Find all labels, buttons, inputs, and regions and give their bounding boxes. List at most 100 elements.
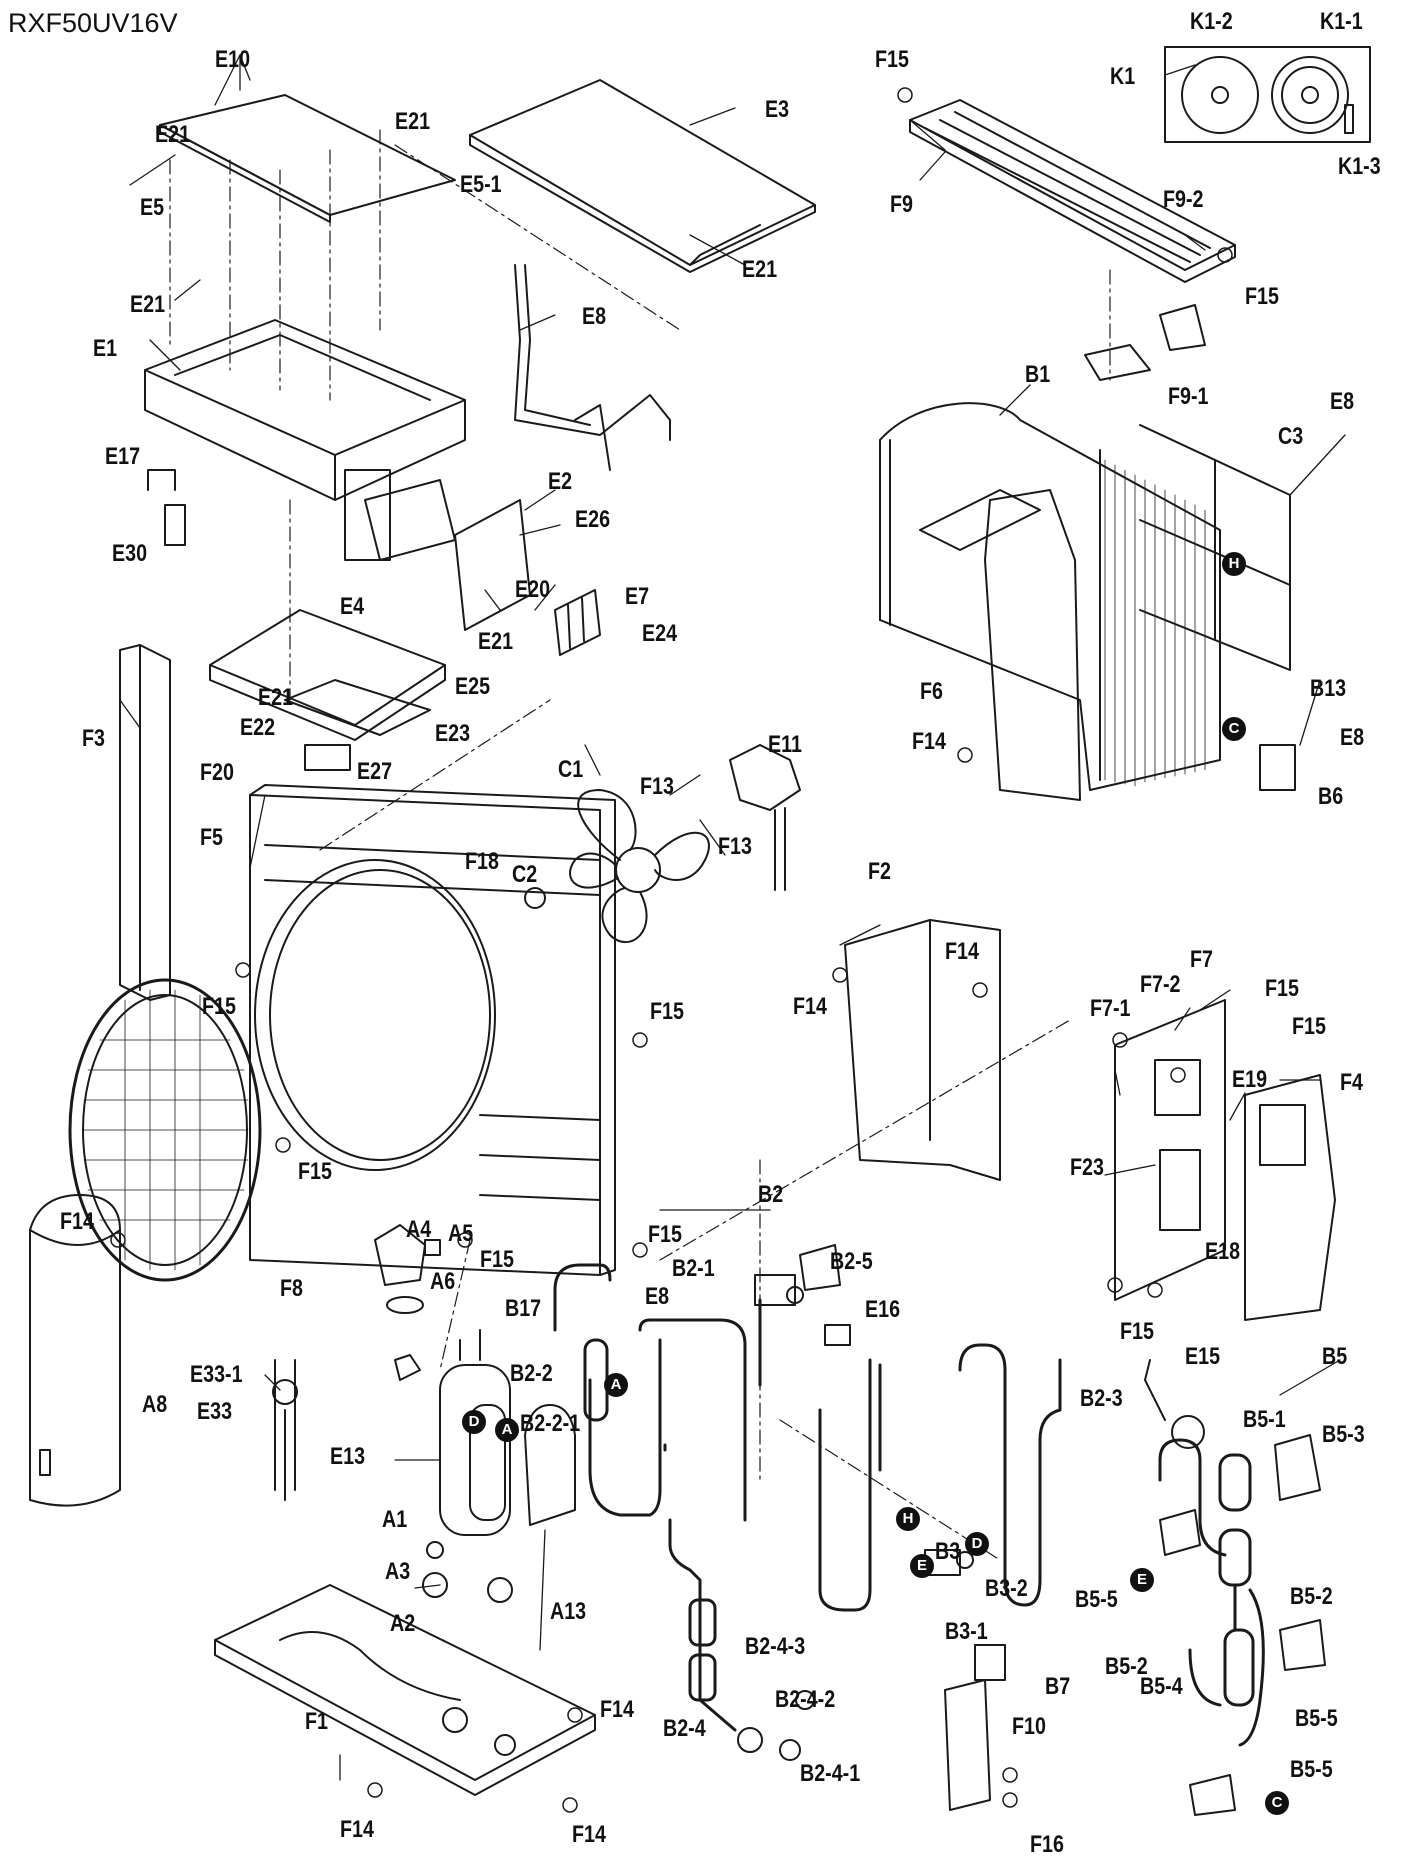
part-label: B13 [1310,675,1347,702]
nut-C2 [524,887,546,909]
top-plate-F9 [909,99,1236,283]
part-label: E20 [515,576,551,603]
part-label: F14 [793,993,827,1020]
part-label: K1-3 [1338,153,1381,180]
part-label: K1 [1110,63,1136,90]
valve-B2-4-1 [737,1690,815,1761]
clamps-B5-5 [1159,1434,1326,1816]
part-label: B2-2 [510,1360,553,1387]
part-label: F9-2 [1163,186,1204,213]
part-label: B2-4-1 [800,1760,861,1787]
part-label: B5-3 [1322,1421,1365,1448]
gasket-A6 [386,1296,424,1314]
screws [110,87,1233,1813]
base-plate-F1 [214,1584,596,1796]
sensor-B6 [1259,744,1296,791]
part-label: B3-1 [945,1618,988,1645]
part-label: B5-1 [1243,1406,1286,1433]
part-label: E8 [582,303,607,330]
part-label: F23 [1070,1154,1104,1181]
mounting-plate-F6 [919,489,1081,801]
connection-marker: H [896,1507,920,1531]
part-label: B2-4-3 [745,1633,806,1660]
valve-B2-1 [754,1274,804,1306]
part-label: E13 [330,1443,366,1470]
part-label: A5 [448,1220,474,1247]
part-label: F13 [640,773,674,800]
pcb-E4 [209,609,446,741]
part-label: F14 [912,728,946,755]
part-label: E23 [435,720,471,747]
part-label: E18 [1205,1238,1241,1265]
part-label: E10 [215,46,251,73]
part-label: E8 [1330,388,1355,415]
part-label: A8 [142,1391,168,1418]
part-label: F9 [890,191,913,218]
part-label: F4 [1340,1069,1363,1096]
part-label: E21 [742,256,778,283]
part-label: F5 [200,824,223,851]
part-label: E21 [258,684,294,711]
part-label: F15 [648,1221,682,1248]
bracket-E2 [454,499,531,631]
connection-marker: C [1265,1791,1289,1815]
part-label: B7 [1045,1673,1071,1700]
service-cover-F4 [1244,1074,1336,1321]
part-label: E21 [395,108,431,135]
part-label: F14 [600,1696,634,1723]
relay-E22 [304,744,351,771]
clip-E17 [147,469,176,491]
part-label: F7 [1190,946,1213,973]
part-label: F15 [1265,975,1299,1002]
part-label: A1 [382,1506,408,1533]
part-label: B2-5 [830,1248,873,1275]
part-label: E26 [575,506,611,533]
part-label: E21 [155,121,191,148]
part-label: F16 [1030,1831,1064,1857]
part-label: F14 [60,1208,94,1235]
part-label: B2-1 [672,1255,715,1282]
wire-guard-C3 [1139,424,1291,671]
connection-marker: A [604,1373,628,1397]
bracket-E25 [284,679,431,736]
part-label: E21 [478,628,514,655]
current-transformer-E33 [272,1359,298,1501]
part-label: B5-5 [1290,1756,1333,1783]
fan-motor-topview-K1 [1164,46,1371,143]
part-label: C2 [512,861,538,888]
part-label: B3 [935,1538,961,1565]
connection-marker: E [910,1554,934,1578]
part-label: B2-3 [1080,1385,1123,1412]
insulation-A8 [29,1194,121,1507]
sensor-E13 [394,1354,421,1381]
part-label: F15 [1292,1013,1326,1040]
part-label: B5-5 [1075,1586,1118,1613]
part-label: E8 [645,1283,670,1310]
block-E30 [164,504,186,546]
part-label: E25 [455,673,491,700]
part-label: F13 [718,833,752,860]
part-label: E11 [768,731,802,758]
part-label: F1 [305,1708,328,1735]
grommet-A3 [426,1541,444,1559]
part-label: B5-4 [1140,1673,1183,1700]
part-label: B1 [1025,361,1051,388]
part-label: F14 [340,1816,374,1843]
part-label: E17 [105,443,141,470]
cushion-A2 [422,1572,513,1603]
part-label: E16 [865,1296,901,1323]
part-label: A2 [390,1610,416,1637]
connection-marker: E [1130,1568,1154,1592]
partition-plate-F2 [844,919,1001,1181]
part-label: K1-2 [1190,8,1233,35]
four-way-valve-B5 [1158,1438,1265,1747]
part-label: B6 [1318,783,1344,810]
compressor-A1 [439,1329,511,1536]
part-label: F15 [875,46,909,73]
connection-marker: C [1222,717,1246,741]
part-label: F18 [465,848,499,875]
part-label: E2 [548,468,573,495]
model-number: RXF50UV16V [8,8,178,38]
nut-A5 [424,1239,441,1256]
